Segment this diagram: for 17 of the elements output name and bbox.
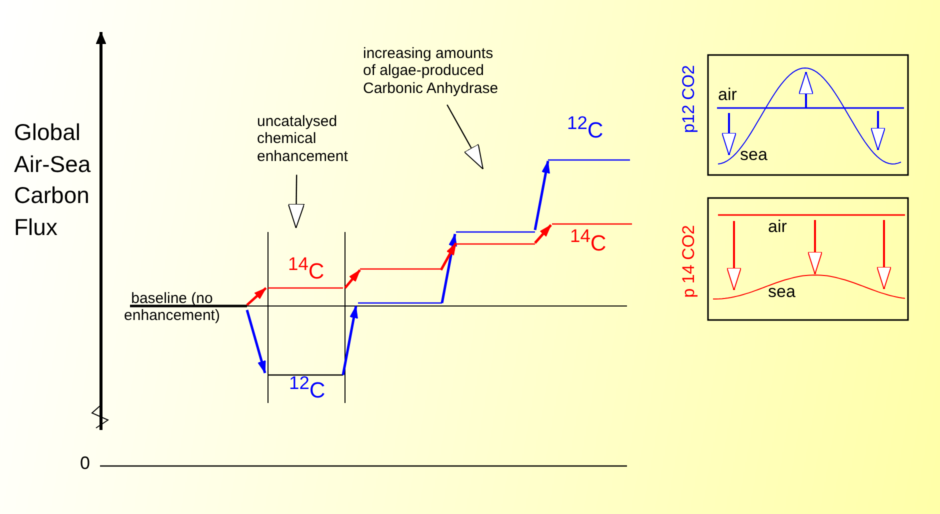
annotation-text: increasing amounts of algae-produced Carbonic Anhydrase xyxy=(363,45,508,97)
axis-title: Global Air-Sea Carbon Flux xyxy=(14,118,92,242)
axis-zero-label: 0 xyxy=(80,453,90,474)
isotope-label: $^{14}$C xyxy=(570,225,606,256)
sea-label: sea xyxy=(740,145,768,165)
axis-label: p 14 CO2 xyxy=(679,225,699,298)
air-label: air xyxy=(768,217,787,237)
air-label: air xyxy=(718,85,737,105)
axis-label: p12 CO2 xyxy=(679,65,699,134)
baseline-label: baseline (no enhancement) xyxy=(123,290,221,324)
isotope-label: $^{12}$C xyxy=(567,112,604,143)
isotope-label: $^{14}$C xyxy=(288,253,324,284)
sea-label: sea xyxy=(768,282,796,302)
isotope-label: $^{12}$C xyxy=(289,372,326,403)
annotation-text: uncatalysed chemical enhancement xyxy=(257,113,377,165)
leader-arrow xyxy=(446,104,484,170)
leader-arrow xyxy=(288,174,305,228)
